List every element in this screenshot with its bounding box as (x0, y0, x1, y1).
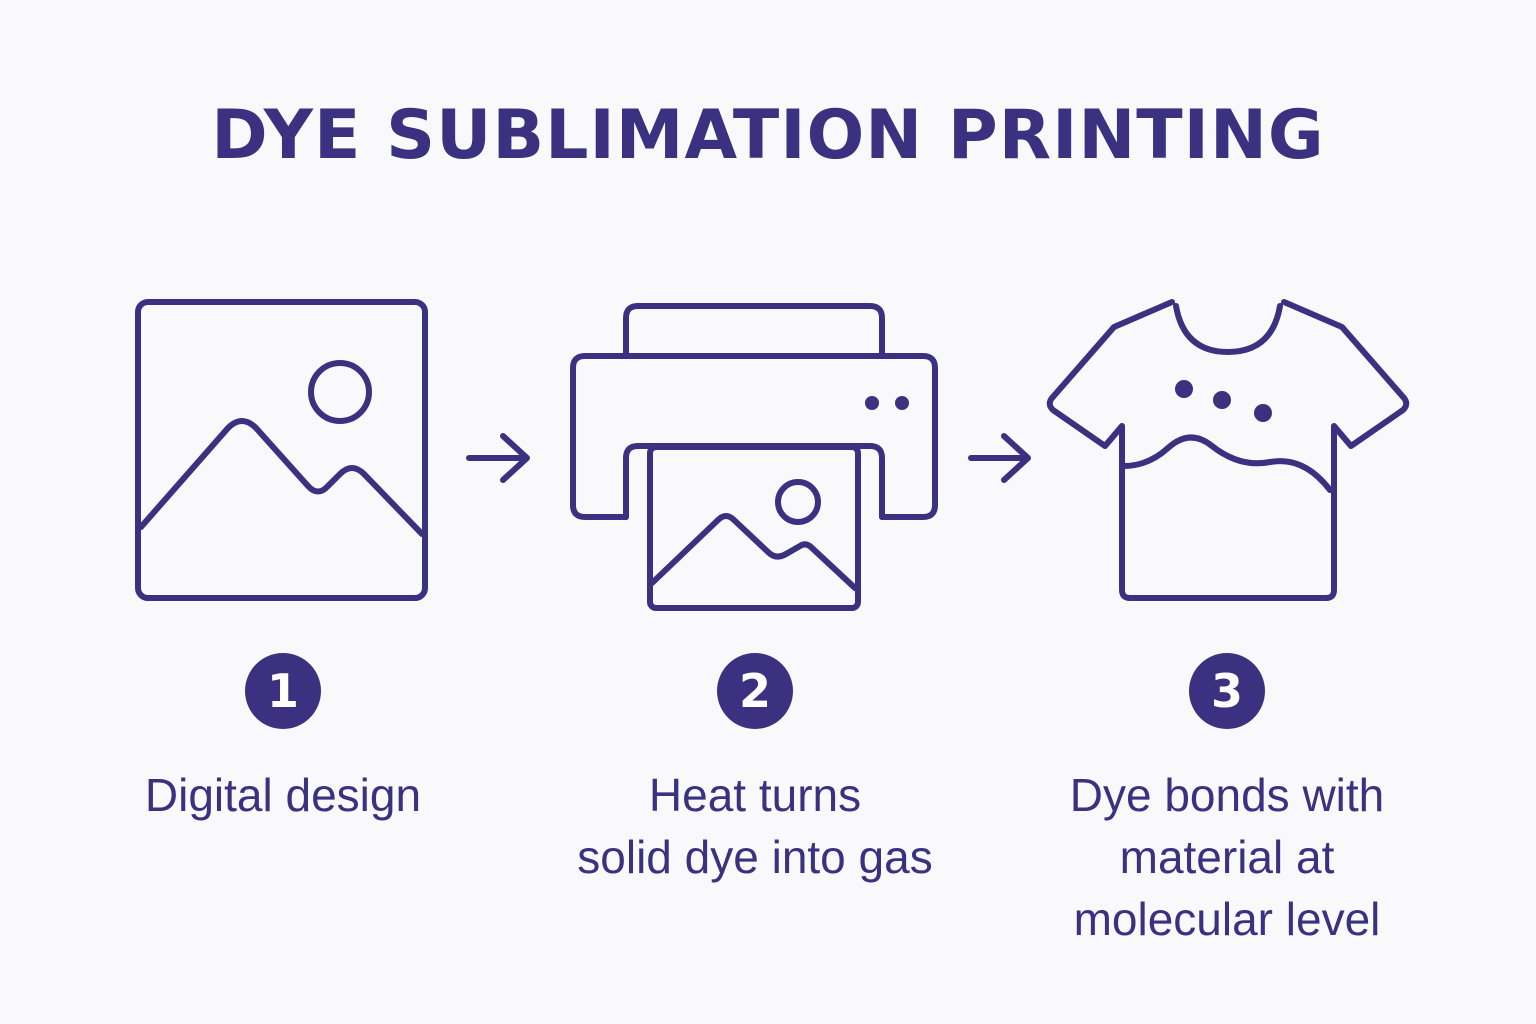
step-1-label: Digital design (63, 764, 503, 826)
step-2-label-line: Heat turns (648, 769, 862, 821)
printer-icon (570, 303, 938, 611)
arrow-right-icon (968, 433, 1031, 483)
step-3-badge: 3 (1189, 653, 1265, 729)
step-3-label-line: material at (1119, 831, 1335, 883)
step-2-label: Heat turns solid dye into gas (535, 764, 975, 888)
step-3-label: Dye bonds with material at molecular lev… (1007, 764, 1447, 950)
step-3-label-line: Dye bonds with (1069, 769, 1385, 821)
page-title: DYE SUBLIMATION PRINTING (211, 96, 1325, 175)
image-icon (135, 299, 428, 601)
step-1-badge: 1 (245, 653, 321, 729)
arrow-right-icon (466, 433, 530, 483)
step-3-label-line: molecular level (1073, 893, 1381, 945)
tshirt-icon (1046, 299, 1410, 601)
step-2-badge: 2 (717, 653, 793, 729)
step-1-label-line: Digital design (144, 769, 422, 821)
step-2-label-line: solid dye into gas (577, 831, 933, 883)
